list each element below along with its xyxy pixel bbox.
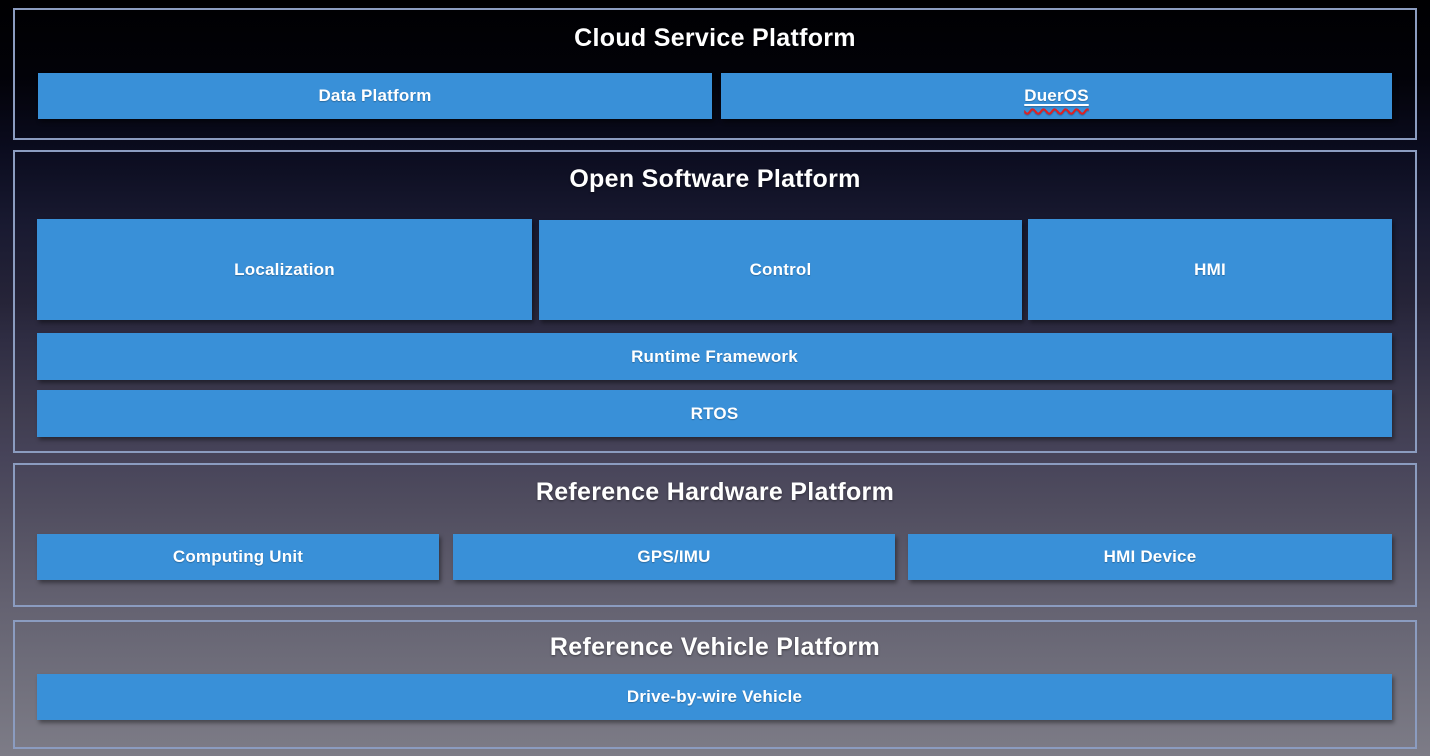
section-title-reference-hardware-platform: Reference Hardware Platform	[535, 478, 895, 506]
box-control: Control	[539, 220, 1022, 320]
box-label-localization: Localization	[234, 259, 335, 279]
box-computing-unit: Computing Unit	[37, 534, 439, 580]
box-label-data-platform: Data Platform	[318, 86, 432, 105]
dueros-underline-wrap: DuerOS	[1024, 86, 1089, 106]
section-reference-hardware-platform: Reference Hardware Platform Computing Un…	[13, 463, 1417, 607]
box-label-hmi: HMI	[1194, 259, 1226, 279]
box-dueros: DuerOS	[721, 73, 1392, 119]
box-label-dueros-with-spellcheck-squiggle: DuerOS	[1024, 86, 1089, 105]
box-data-platform: Data Platform	[38, 73, 712, 119]
section-title-cloud-service-platform: Cloud Service Platform	[574, 24, 856, 52]
section-cloud-service-platform: Cloud Service Platform Data Platform Due…	[13, 8, 1417, 140]
box-label-gps-imu: GPS/IMU	[637, 547, 711, 566]
section-reference-vehicle-platform: Reference Vehicle Platform Drive-by-wire…	[13, 620, 1417, 749]
box-label-drive-by-wire-vehicle: Drive-by-wire Vehicle	[626, 687, 803, 706]
box-label-rtos: RTOS	[690, 403, 739, 423]
box-rtos: RTOS	[37, 390, 1392, 437]
section-title-reference-vehicle-platform: Reference Vehicle Platform	[549, 633, 881, 661]
box-runtime-framework: Runtime Framework	[37, 333, 1392, 380]
box-label-computing-unit: Computing Unit	[172, 547, 304, 566]
section-open-software-platform: Open Software Platform Localization Cont…	[13, 150, 1417, 453]
box-drive-by-wire-vehicle: Drive-by-wire Vehicle	[37, 674, 1392, 720]
box-label-control: Control	[749, 260, 812, 279]
box-gps-imu: GPS/IMU	[453, 534, 895, 580]
box-label-runtime-framework: Runtime Framework	[631, 346, 798, 366]
section-title-open-software-platform: Open Software Platform	[569, 165, 861, 193]
box-localization: Localization	[37, 219, 532, 320]
box-label-hmi-device: HMI Device	[1103, 547, 1197, 566]
box-hmi-device: HMI Device	[908, 534, 1392, 580]
box-hmi: HMI	[1028, 219, 1392, 320]
